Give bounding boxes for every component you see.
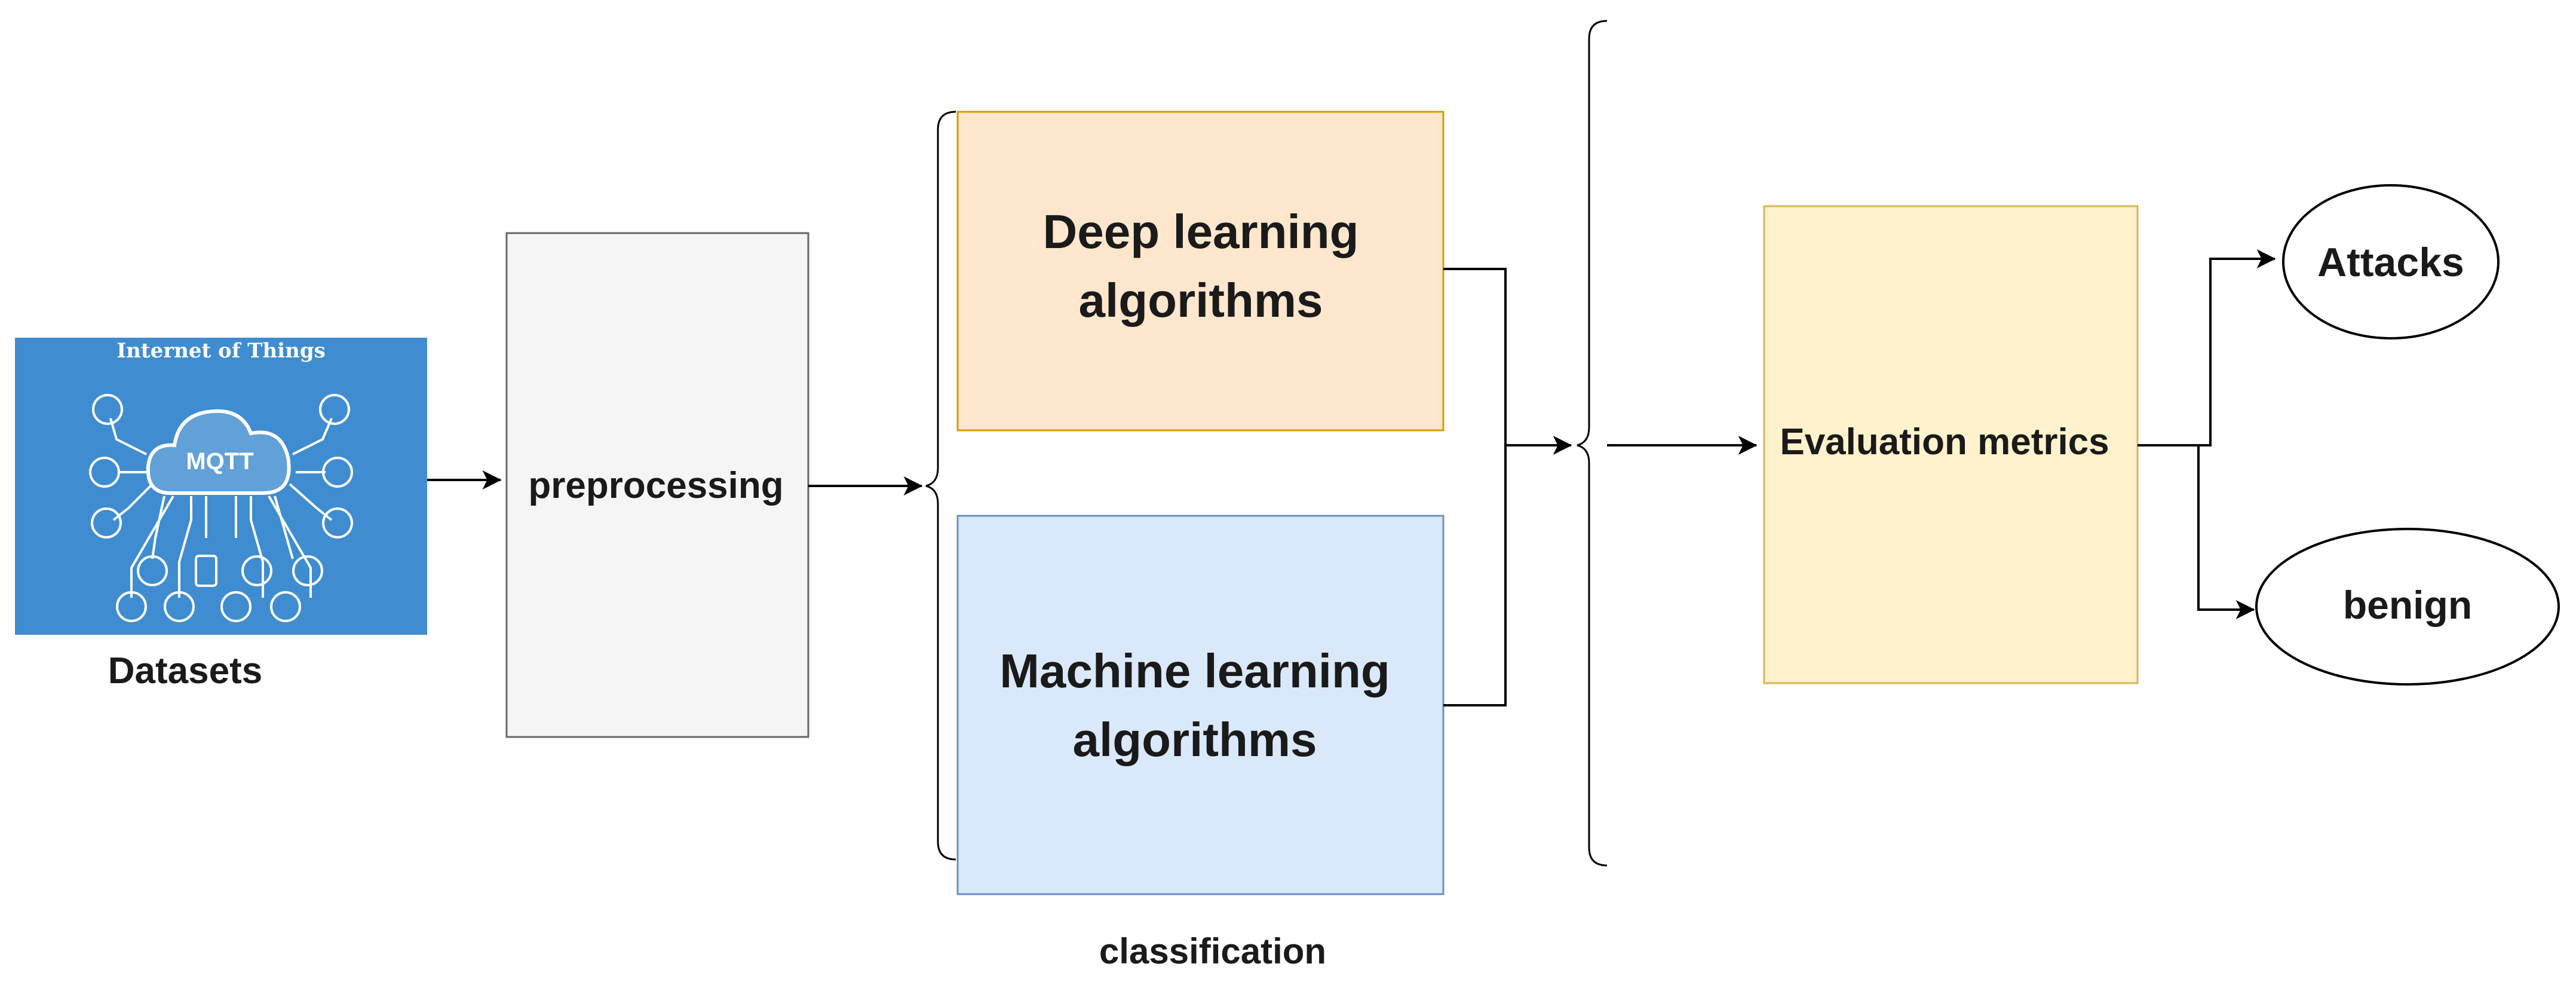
classification-merge-connector	[1443, 268, 1507, 706]
iot-cloud-label: MQTT	[186, 448, 253, 475]
classification-label: classification	[1099, 931, 1326, 971]
phone-icon	[195, 555, 217, 587]
deep-learning-label-line2: algorithms	[1079, 274, 1323, 327]
car-icon	[322, 457, 353, 488]
chat-icon	[322, 507, 353, 539]
preprocessing-box	[505, 232, 809, 738]
deep-learning-box	[956, 111, 1445, 432]
machine-learning-label-line2: algorithms	[1073, 713, 1317, 766]
arrow-evaluation-to-attacks	[2138, 249, 2276, 446]
deep-learning-label-line1: Deep learning	[1042, 205, 1358, 258]
benign-label: benign	[2343, 583, 2472, 627]
headphones-icon	[116, 591, 147, 622]
machine-learning-box	[956, 515, 1445, 895]
camera-icon	[292, 555, 323, 586]
lightbulb-icon	[241, 555, 272, 586]
iot-mqtt-image: Internet of Things MQTT	[15, 338, 427, 635]
location-pin-icon	[319, 394, 350, 425]
iot-image-background	[15, 338, 427, 635]
evaluation-metrics-label: Evaluation metrics	[1780, 421, 2109, 463]
evaluation-input-brace	[1577, 20, 1608, 867]
attacks-label: Attacks	[2317, 240, 2464, 285]
preprocessing-label: preprocessing	[528, 465, 783, 506]
machine-learning-label-line1: Machine learning	[999, 644, 1390, 698]
classification-brace	[925, 111, 956, 861]
share-icon	[92, 394, 123, 425]
iot-connectors	[109, 418, 333, 598]
benign-ellipse	[2255, 528, 2560, 686]
iot-image-title: Internet of Things	[116, 339, 325, 363]
gear-icon	[270, 591, 301, 622]
evaluation-metrics-box	[1763, 205, 2139, 684]
user-icon	[220, 591, 252, 622]
router-icon	[89, 457, 120, 488]
monitor-icon	[91, 507, 122, 539]
attacks-ellipse	[2282, 184, 2500, 339]
satellite-icon	[137, 555, 168, 586]
datasets-label: Datasets	[108, 650, 262, 692]
arrow-evaluation-to-benign	[2197, 445, 2255, 619]
key-icon	[164, 591, 195, 622]
iot-device-icons	[89, 394, 353, 622]
cloud-icon	[146, 409, 291, 495]
